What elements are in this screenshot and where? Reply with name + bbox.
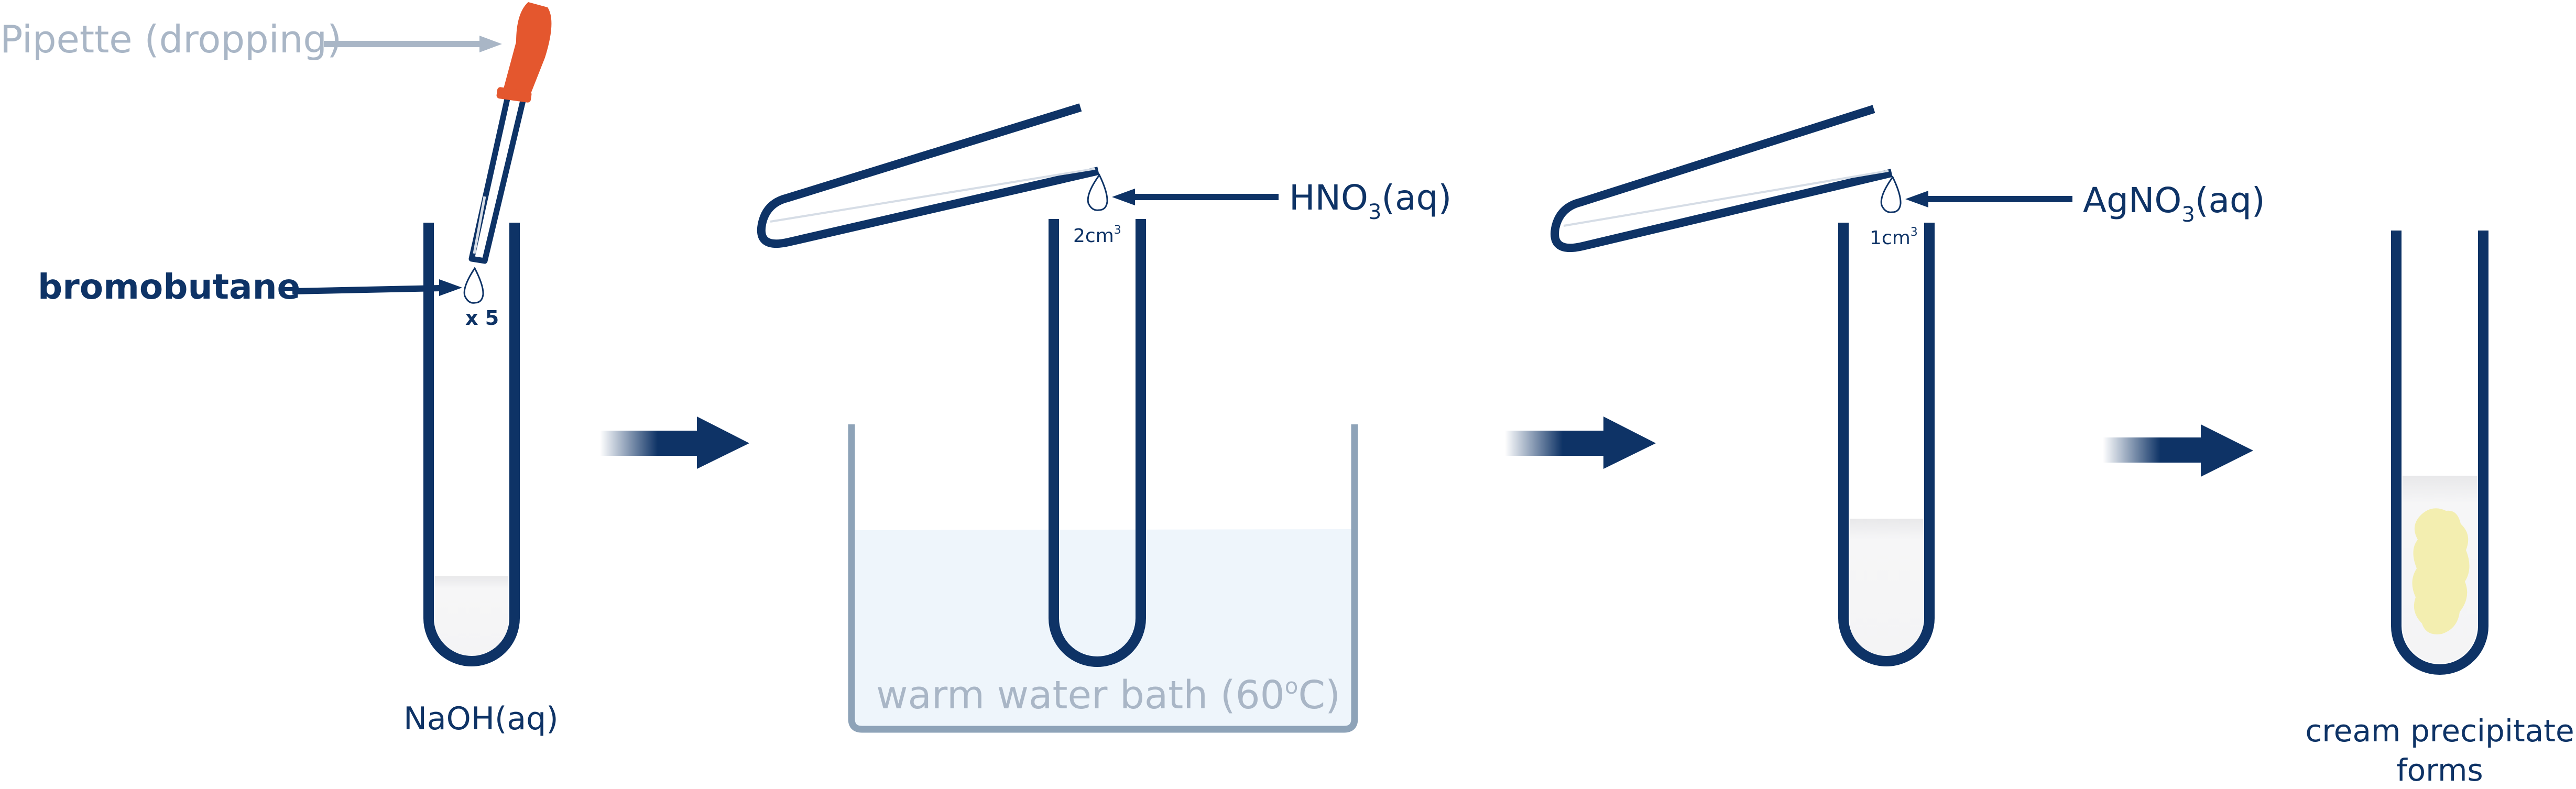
cream-precipitate <box>2412 508 2470 634</box>
stage-2: 2cm3 HNO3(aq) warm water bath (60oC) <box>757 103 1451 733</box>
test-tube-1 <box>423 223 520 666</box>
tilted-tube-agno3 <box>1551 105 1893 253</box>
process-arrow-3 <box>2103 424 2253 477</box>
precipitate-label-line-1: cream precipitate <box>2305 713 2574 749</box>
bromobutane-drop <box>463 267 484 304</box>
agno3-drop <box>1880 176 1902 213</box>
agno3-label: AgNO3(aq) <box>2083 180 2265 227</box>
test-tube-4 <box>2391 231 2488 675</box>
hno3-volume: 2cm3 <box>1073 224 1121 247</box>
pipette-label: Pipette (dropping) <box>0 17 342 61</box>
bromobutane-label: bromobutane <box>38 267 300 307</box>
test-tube-2 <box>1049 219 1146 667</box>
naoh-label: NaOH(aq) <box>403 700 559 737</box>
process-arrow-1 <box>600 417 749 469</box>
bath-water <box>852 529 1355 729</box>
process-arrow-2 <box>1505 417 1656 469</box>
hno3-label: HNO3(aq) <box>1289 178 1451 224</box>
bromobutane-arrow <box>292 285 441 294</box>
stage-3: 1cm3 AgNO3(aq) <box>1551 105 2265 666</box>
tilted-tube-hno3 <box>757 103 1099 248</box>
stage-4: cream precipitate forms <box>2305 231 2574 788</box>
pipette-bulb <box>502 2 552 97</box>
stage-3-liquid <box>1850 519 1923 658</box>
naoh-liquid <box>435 576 508 659</box>
test-tube-3 <box>1838 223 1935 666</box>
stage-1: Pipette (dropping) bromobutane x 5 NaOH(… <box>0 2 559 737</box>
times-five-label: x 5 <box>465 306 499 330</box>
hno3-drop <box>1087 173 1108 211</box>
precipitate-label-line-2: forms <box>2396 752 2483 788</box>
agno3-volume: 1cm3 <box>1870 226 1918 249</box>
pipette <box>468 2 552 264</box>
water-bath <box>848 424 1358 733</box>
bath-label: warm water bath (60oC) <box>876 673 1340 718</box>
